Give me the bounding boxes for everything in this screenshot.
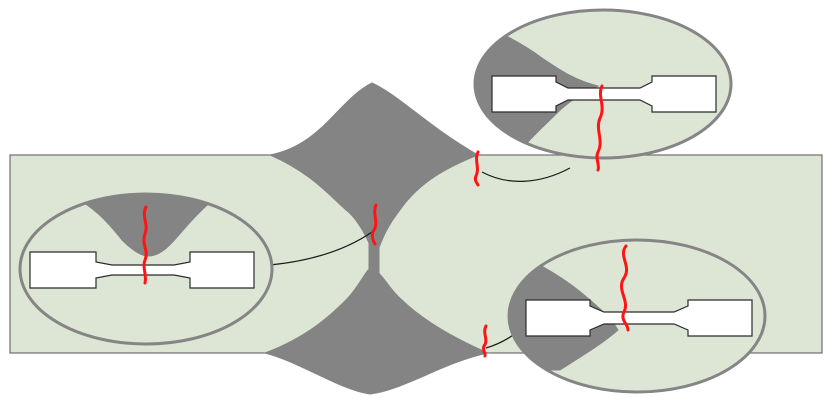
grain-neck [368, 242, 380, 274]
inset-left [18, 192, 274, 346]
crack-center [370, 203, 378, 246]
bottom-grain [263, 269, 490, 395]
inset-left-crack [142, 205, 148, 285]
inset-bottom-right-crack [619, 244, 630, 332]
leader-line-top-right [481, 167, 571, 182]
crack-top-right [473, 150, 480, 187]
inset-bottom-right-specimen [525, 299, 753, 337]
top-grain [268, 82, 480, 251]
inset-left-specimen [29, 251, 255, 289]
inset-top-right-crack [595, 84, 604, 172]
crack-bottom-right [481, 324, 488, 358]
inset-top-right-specimen [491, 75, 717, 113]
inset-top-right [473, 8, 733, 172]
inset-bottom-right [507, 238, 767, 394]
leader-line-left [269, 231, 373, 266]
